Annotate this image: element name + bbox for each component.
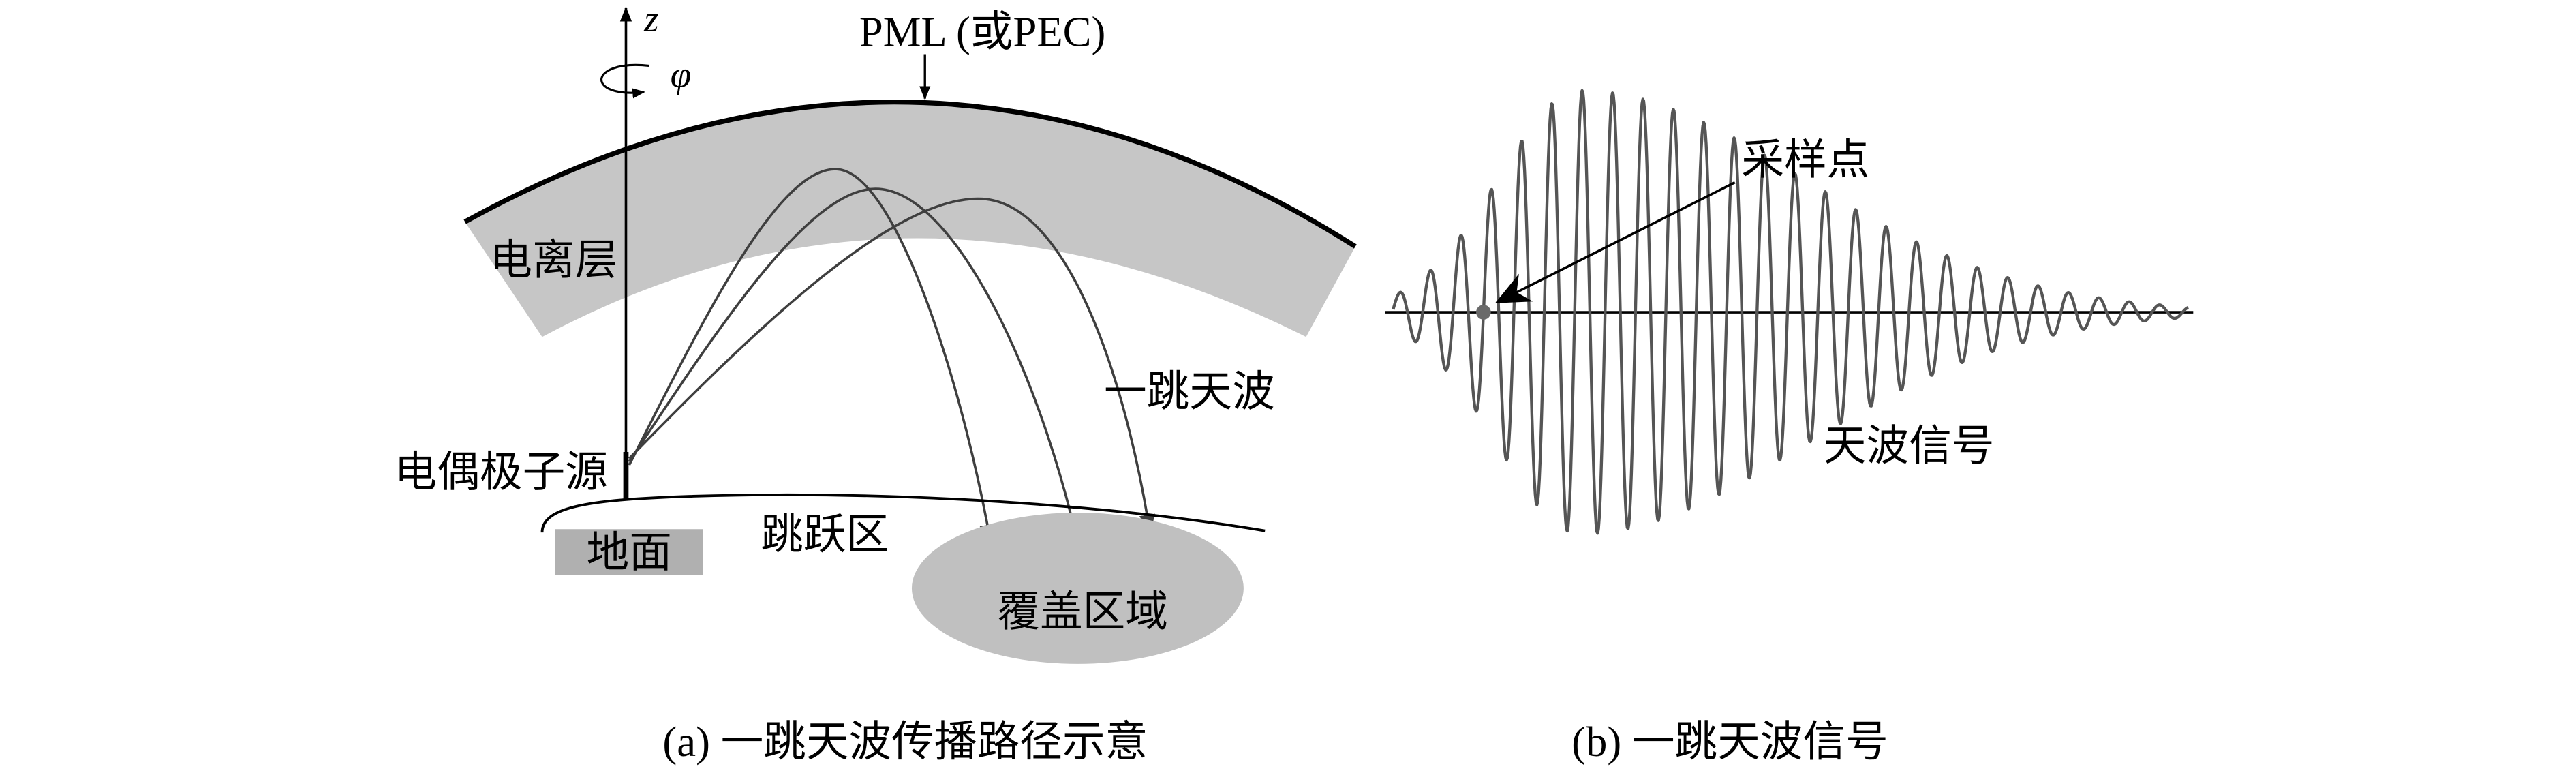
- skywave-ray-3: [628, 197, 1155, 534]
- sample-point: [1476, 305, 1491, 320]
- panel-a: z φ PML (或PEC) 电离层 一跳天波 电偶极子源 覆盖区域 地面 跳跃…: [395, 0, 1357, 766]
- skip-zone-label: 跳跃区: [761, 511, 889, 558]
- panel-b: 采样点 天波信号 (b) 一跳天波信号: [1385, 89, 2194, 766]
- dipole-source-label: 电偶极子源: [395, 449, 608, 496]
- coverage-area-label: 覆盖区域: [997, 588, 1168, 635]
- skywave-ray-1: [628, 168, 996, 545]
- pml-boundary-arc: [463, 100, 1357, 249]
- caption-a: (a) 一跳天波传播路径示意: [662, 718, 1148, 766]
- sample-point-arrow: [1494, 181, 1736, 304]
- z-axis-label: z: [643, 0, 659, 40]
- caption-b: (b) 一跳天波信号: [1571, 718, 1888, 766]
- ground-surface-line: [540, 493, 1266, 533]
- ground-box: [555, 529, 703, 575]
- coverage-area: [911, 513, 1244, 664]
- sample-point-label: 采样点: [1741, 136, 1869, 184]
- skywave-signal-label: 天波信号: [1824, 422, 1995, 470]
- phi-label: φ: [671, 54, 692, 95]
- ground-label: 地面: [587, 529, 672, 577]
- skywave-signal-waveform: [1392, 89, 2190, 535]
- phi-rotation-arrow-icon: [600, 63, 649, 99]
- skywave-ray-2: [628, 187, 1080, 538]
- ionosphere-label: 电离层: [489, 237, 617, 284]
- pml-boundary-label: PML (或PEC): [859, 7, 1105, 55]
- skywave-path-label: 一跳天波: [1104, 367, 1275, 415]
